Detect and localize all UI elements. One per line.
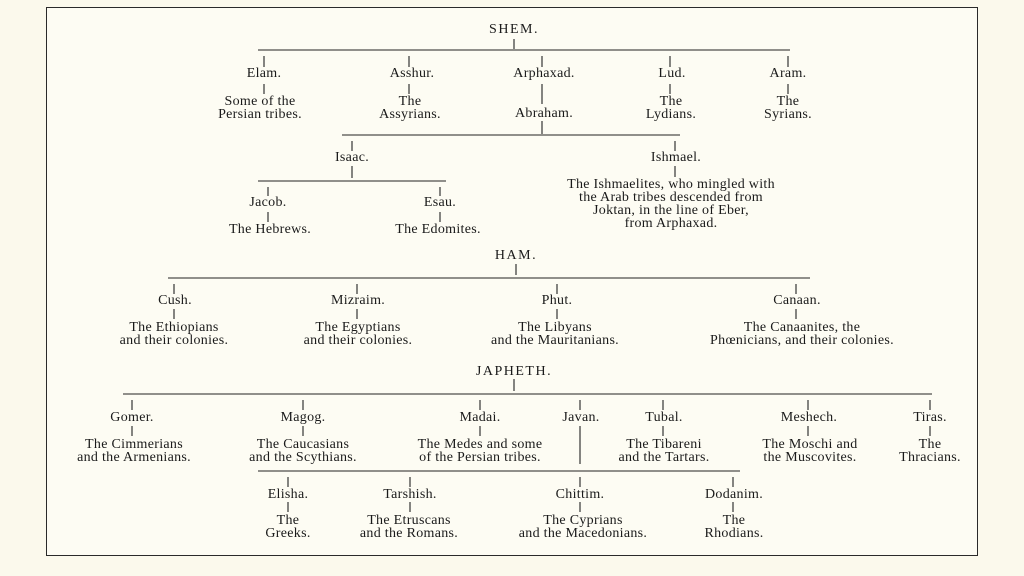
desc-line: Rhodians. — [704, 526, 764, 541]
gomer-desc: The Cimmerians and the Armenians. — [77, 437, 191, 465]
desc-line: and the Scythians. — [249, 450, 357, 465]
tarshish-desc: The Etruscans and the Romans. — [359, 513, 459, 541]
desc-line: The — [398, 94, 422, 109]
phut-name: Phut. — [541, 293, 573, 308]
tiras-desc: The Thracians. — [899, 437, 961, 465]
desc-line: and the Tartars. — [618, 450, 710, 465]
tarshish-name: Tarshish. — [383, 487, 437, 502]
elam-name: Elam. — [246, 66, 282, 81]
desc-line: Some of the — [224, 94, 296, 109]
shem-title: SHEM. — [489, 22, 539, 37]
desc-line: The Libyans — [518, 320, 592, 335]
desc-line: of the Persian tribes. — [419, 450, 541, 465]
cush-name: Cush. — [158, 293, 192, 308]
japheth-title: JAPHETH. — [475, 364, 553, 379]
elisha-desc: The Greeks. — [265, 513, 311, 541]
desc-line: The Etruscans — [367, 513, 451, 528]
tubal-desc: The Tibareni and the Tartars. — [618, 437, 710, 465]
desc-line: Assyrians. — [379, 107, 441, 122]
arphaxad-name: Arphaxad. — [513, 66, 575, 81]
desc-line: and the Mauritanians. — [491, 333, 619, 348]
phut-desc: The Libyans and the Mauritanians. — [491, 320, 619, 348]
esau-name: Esau. — [423, 195, 457, 210]
desc-line: The Cimmerians — [85, 437, 183, 452]
desc-line: The Moschi and — [762, 437, 858, 452]
tiras-name: Tiras. — [913, 410, 947, 425]
desc-line: Greeks. — [265, 526, 311, 541]
mizraim-desc: The Egyptians and their colonies. — [303, 320, 413, 348]
aram-desc: The Syrians. — [764, 94, 812, 122]
asshur-desc: The Assyrians. — [379, 94, 441, 122]
abraham-name: Abraham. — [515, 106, 573, 121]
desc-line: Joktan, in the line of Eber, — [593, 203, 749, 218]
desc-line: The Ethiopians — [129, 320, 219, 335]
desc-line: The — [776, 94, 800, 109]
madai-desc: The Medes and some of the Persian tribes… — [417, 437, 543, 465]
magog-desc: The Caucasians and the Scythians. — [249, 437, 357, 465]
mizraim-name: Mizraim. — [330, 293, 386, 308]
aram-name: Aram. — [769, 66, 807, 81]
meshech-desc: The Moschi and the Muscovites. — [762, 437, 858, 465]
desc-line: The Ishmaelites, who mingled with — [567, 177, 775, 192]
desc-line: the Muscovites. — [763, 450, 857, 465]
lud-name: Lud. — [658, 66, 686, 81]
dodanim-desc: The Rhodians. — [704, 513, 764, 541]
desc-line: Thracians. — [899, 450, 961, 465]
elisha-name: Elisha. — [267, 487, 309, 502]
lud-desc: The Lydians. — [645, 94, 697, 122]
desc-line: Syrians. — [764, 107, 812, 122]
desc-line: The Medes and some — [417, 437, 543, 452]
isaac-name: Isaac. — [334, 150, 370, 165]
desc-line: The Egyptians — [315, 320, 401, 335]
chittim-desc: The Cyprians and the Macedonians. — [518, 513, 648, 541]
javan-name: Javan. — [562, 410, 600, 425]
elam-desc: Some of the Persian tribes. — [218, 94, 302, 122]
canaan-name: Canaan. — [773, 293, 821, 308]
gomer-name: Gomer. — [110, 410, 154, 425]
desc-line: The Cyprians — [543, 513, 623, 528]
desc-line: The — [918, 437, 942, 452]
desc-line: The Caucasians — [256, 437, 350, 452]
diagram-frame — [46, 7, 978, 556]
desc-line: from Arphaxad. — [624, 216, 718, 231]
desc-line: Lydians. — [645, 107, 697, 122]
canaan-desc: The Canaanites, the Phœnicians, and thei… — [710, 320, 894, 348]
desc-line: the Arab tribes descended from — [579, 190, 763, 205]
desc-line: The — [276, 513, 300, 528]
desc-line: and their colonies. — [119, 333, 229, 348]
ishmael-desc: The Ishmaelites, who mingled with the Ar… — [567, 177, 775, 231]
desc-line: The Tibareni — [626, 437, 702, 452]
dodanim-name: Dodanim. — [704, 487, 764, 502]
tubal-name: Tubal. — [645, 410, 683, 425]
cush-desc: The Ethiopians and their colonies. — [119, 320, 229, 348]
magog-name: Magog. — [280, 410, 326, 425]
ishmael-name: Ishmael. — [650, 150, 702, 165]
desc-line: The — [722, 513, 746, 528]
desc-line: The — [659, 94, 683, 109]
madai-name: Madai. — [459, 410, 501, 425]
desc-line: and their colonies. — [303, 333, 413, 348]
esau-desc: The Edomites. — [395, 222, 481, 237]
desc-line: and the Romans. — [359, 526, 459, 541]
asshur-name: Asshur. — [389, 66, 435, 81]
desc-line: and the Macedonians. — [518, 526, 648, 541]
chittim-name: Chittim. — [555, 487, 605, 502]
desc-line: Phœnicians, and their colonies. — [710, 333, 894, 348]
meshech-name: Meshech. — [780, 410, 838, 425]
desc-line: Persian tribes. — [218, 107, 302, 122]
desc-line: The Canaanites, the — [743, 320, 861, 335]
ham-title: HAM. — [494, 248, 538, 263]
jacob-name: Jacob. — [249, 195, 287, 210]
jacob-desc: The Hebrews. — [228, 222, 312, 237]
desc-line: and the Armenians. — [77, 450, 191, 465]
